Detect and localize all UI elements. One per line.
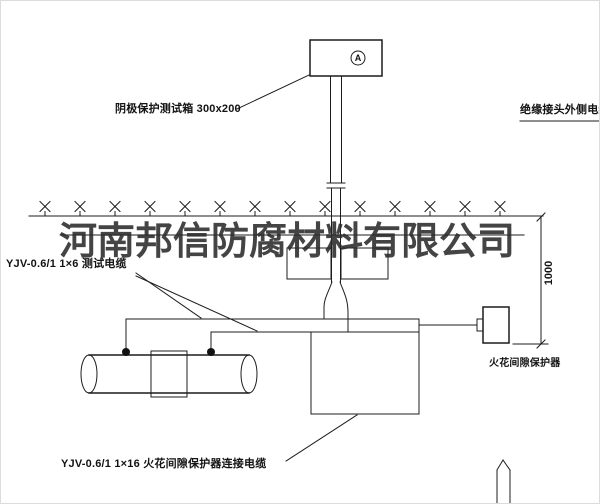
conduit-cable-left — [323, 281, 333, 320]
test-box-label: 阴极保护测试箱 300x200 — [115, 103, 241, 115]
test-cable-run-a — [125, 318, 420, 354]
ground-hatch-marks — [39, 200, 506, 217]
pipe-break-symbol — [496, 459, 511, 503]
leader-spark-cable — [285, 414, 358, 462]
meter-circle-icon — [350, 50, 366, 66]
foundation-blocks — [286, 247, 389, 280]
spark-gap-label: 火花间隙保护器 — [489, 358, 561, 369]
cable-weld-dot-left — [122, 348, 130, 356]
cables — [125, 281, 478, 415]
dimension-text: 1000 — [543, 260, 555, 286]
spark-gap-cable-label: YJV-0.6/1 1×16 火花间隙保护器连接电缆 — [61, 458, 267, 470]
leader-test-cable-1 — [135, 272, 202, 319]
test-cable-label: YJV-0.6/1 1×6 测试电缆 — [6, 258, 127, 270]
company-watermark: 河南邦信防腐材料有限公司 — [59, 221, 516, 263]
foundation-right — [340, 247, 389, 280]
spark-gap-box — [482, 306, 510, 344]
leader-lines — [135, 74, 599, 462]
dim-tick-top — [536, 212, 546, 222]
ground-line — [28, 200, 544, 217]
leader-test-box — [236, 74, 310, 110]
meter-symbol-letter: A — [354, 53, 362, 63]
outer-cable-label: 绝缘接头外侧电缆 — [520, 104, 599, 116]
test-box-outline — [309, 39, 383, 77]
dimension-1000 — [512, 212, 549, 349]
leader-test-cable-2 — [135, 275, 258, 332]
spark-gap-protector — [476, 306, 510, 344]
pipe-left-cap — [80, 354, 98, 394]
pipe-right-cap — [240, 354, 258, 394]
test-cable-run-b — [210, 331, 420, 354]
spark-gap-nub — [476, 318, 484, 332]
cable-weld-dot-right — [207, 348, 215, 356]
conduit-cable-right — [339, 281, 349, 333]
foundation-left — [286, 247, 332, 280]
test-box — [309, 39, 383, 77]
pipeline — [80, 348, 258, 398]
insulating-joint — [150, 350, 188, 398]
